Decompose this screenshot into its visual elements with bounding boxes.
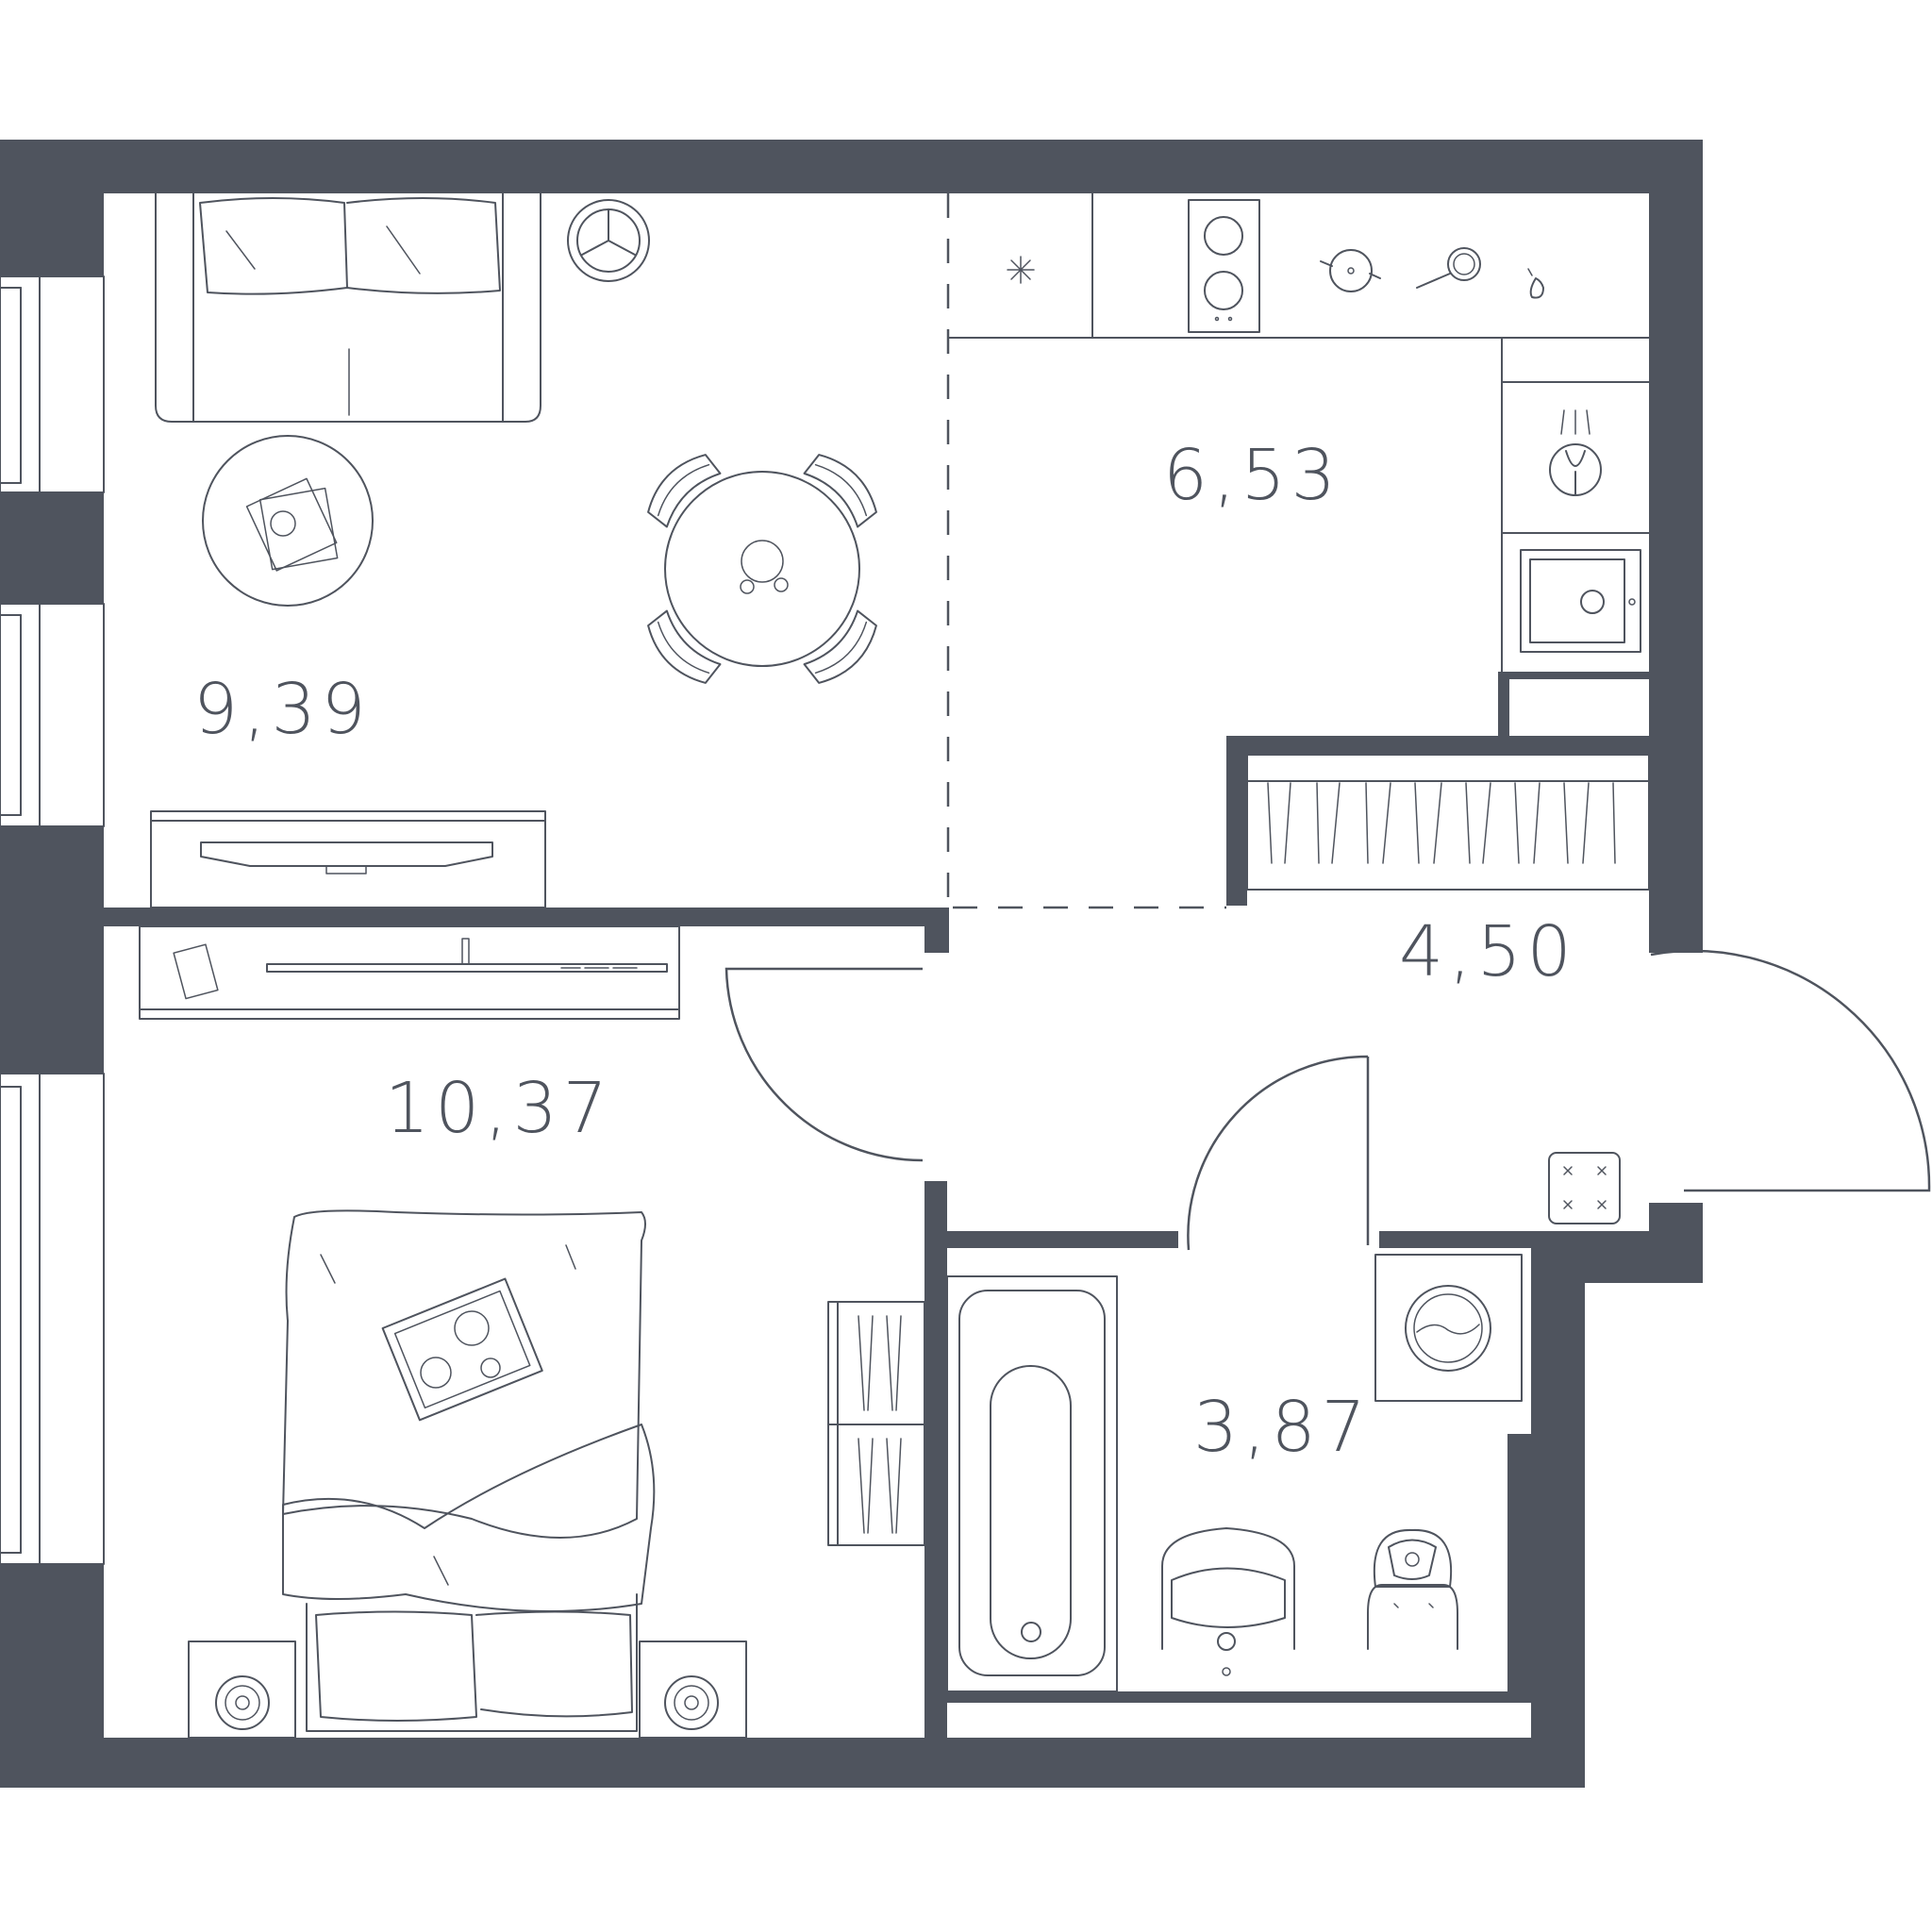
dining-set-icon [647, 454, 877, 684]
area-label-kitchen: 6,53 [1163, 435, 1341, 516]
windows [0, 275, 105, 1565]
area-label-bathroom: 3,87 [1193, 1387, 1372, 1468]
door-icon [724, 949, 1931, 1251]
toilet-icon [1367, 1528, 1458, 1650]
pear-icon [1527, 268, 1544, 299]
counter-right [1501, 337, 1650, 673]
area-label-hall: 4,50 [1399, 911, 1577, 992]
shelf-icon [827, 1301, 925, 1546]
breakfast-tray-icon [381, 1277, 543, 1422]
bed-icon [282, 1209, 656, 1732]
wine-glass-icon [1549, 409, 1602, 496]
sofa-icon [155, 192, 541, 423]
pan-icon [1416, 247, 1481, 289]
zone-boundaries [946, 193, 1226, 909]
nightstand-icon [188, 1641, 296, 1739]
washbasin-icon [1161, 1527, 1295, 1676]
coffee-table-icon [202, 435, 374, 607]
stove-icon [1188, 199, 1260, 333]
floor-lamp-icon [567, 199, 650, 282]
washing-machine-icon [1374, 1254, 1523, 1402]
area-label-living: 9,39 [193, 669, 372, 750]
tv-stand-icon [150, 810, 546, 908]
kettle-icon [1320, 249, 1381, 292]
walls [0, 140, 1703, 1788]
entry-mat-icon [1548, 1152, 1621, 1224]
bathtub-icon [946, 1275, 1118, 1692]
fridge-icon [947, 192, 1650, 339]
wardrobe-icon [1246, 754, 1650, 891]
sink-icon [1520, 549, 1641, 653]
area-label-bedroom: 10,37 [385, 1068, 613, 1149]
nightstand-icon [639, 1641, 747, 1739]
desk-icon [139, 925, 680, 1020]
